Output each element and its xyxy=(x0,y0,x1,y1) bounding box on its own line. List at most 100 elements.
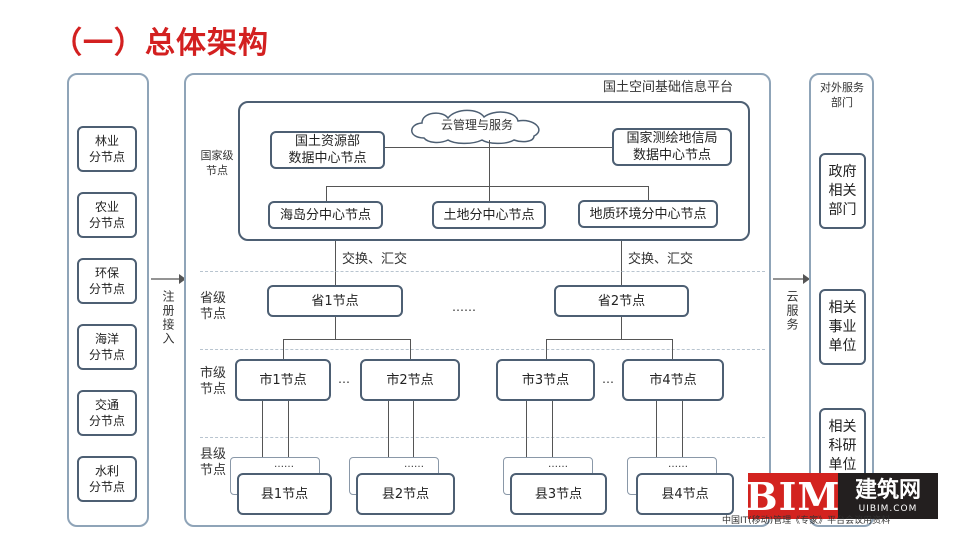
exchange-label-left: 交换、汇交 xyxy=(342,252,408,267)
node-label: 县4节点 xyxy=(661,486,709,502)
footer-note: 中国IT(移动)管理《专家》平台会议用资料 xyxy=(722,516,891,526)
connector xyxy=(546,339,547,359)
bim-logo-cn: 建筑网 xyxy=(854,477,921,503)
left-node-label: 环保 分节点 xyxy=(88,266,125,296)
left-node-transport: 交通 分节点 xyxy=(77,390,137,436)
left-node-label: 交通 分节点 xyxy=(88,398,125,428)
connector xyxy=(326,186,327,202)
left-node-label: 海洋 分节点 xyxy=(88,332,125,362)
connector xyxy=(385,147,612,148)
level-separator xyxy=(200,349,765,350)
left-node-label: 农业 分节点 xyxy=(88,200,125,230)
left-node-environment: 环保 分节点 xyxy=(77,258,137,304)
connector xyxy=(335,241,336,286)
cloud-icon xyxy=(411,109,540,145)
node-land-subcenter: 土地分中心节点 xyxy=(432,201,546,229)
node-label: 市2节点 xyxy=(386,372,434,388)
connector xyxy=(621,317,622,339)
page-title: （一）总体架构 xyxy=(52,26,269,61)
node-label: 国家测绘地信局 数据中心节点 xyxy=(626,131,718,163)
node-city-4: 市4节点 xyxy=(622,359,724,401)
node-county-3: 县3节点 xyxy=(510,473,607,515)
node-province-1: 省1节点 xyxy=(267,285,403,317)
right-node-label: 相关 事业 单位 xyxy=(828,299,857,354)
connector xyxy=(552,401,553,461)
node-island-subcenter: 海岛分中心节点 xyxy=(268,201,383,229)
county-level-label: 县级 节点 xyxy=(199,447,226,478)
connector xyxy=(489,186,490,202)
connector xyxy=(410,339,411,359)
connector xyxy=(648,186,649,202)
connector xyxy=(546,339,672,340)
service-arrow xyxy=(773,274,810,284)
node-label: 市3节点 xyxy=(521,372,570,388)
connector xyxy=(288,401,289,461)
node-city-2: 市2节点 xyxy=(360,359,460,401)
bim-logo-text: 建筑网 UIBIM.COM xyxy=(838,473,938,519)
connector xyxy=(283,339,284,359)
connector xyxy=(335,317,336,339)
node-label: 县3节点 xyxy=(534,486,583,502)
node-province-2: 省2节点 xyxy=(554,285,689,317)
external-service-header: 对外服务部门 xyxy=(820,81,864,109)
left-node-forestry: 林业 分节点 xyxy=(77,126,137,172)
node-county-4: 县4节点 xyxy=(636,473,734,515)
node-label: 县2节点 xyxy=(381,486,430,502)
node-nasg-data-center: 国家测绘地信局 数据中心节点 xyxy=(612,128,732,166)
connector xyxy=(656,401,657,473)
node-city-3: 市3节点 xyxy=(496,359,595,401)
left-node-water: 水利 分节点 xyxy=(77,456,137,502)
node-label: 县1节点 xyxy=(260,486,309,502)
register-label: 注册接入 xyxy=(161,290,175,346)
connector xyxy=(283,339,410,340)
province-level-label: 省级 节点 xyxy=(199,291,226,322)
bim-logo-mark: BIM xyxy=(745,473,841,519)
register-arrow xyxy=(151,274,186,284)
node-label: 海岛分中心节点 xyxy=(279,207,371,223)
county-stack-ellipsis: …… xyxy=(668,459,688,470)
left-node-label: 林业 分节点 xyxy=(88,134,125,164)
node-label: 市1节点 xyxy=(259,372,307,388)
bim-logo-url: UIBIM.COM xyxy=(858,504,918,514)
node-label: 土地分中心节点 xyxy=(443,207,535,223)
right-node-label: 政府 相关 部门 xyxy=(828,163,857,218)
node-label: 省1节点 xyxy=(311,293,359,309)
county-stack-ellipsis: …… xyxy=(274,459,294,470)
left-node-label: 水利 分节点 xyxy=(88,464,125,494)
cloud-label: 云管理与服务 xyxy=(440,118,513,132)
right-node-institutions: 相关 事业 单位 xyxy=(819,289,866,365)
node-mlr-data-center: 国土资源部 数据中心节点 xyxy=(270,131,385,169)
node-city-1: 市1节点 xyxy=(235,359,331,401)
node-county-1: 县1节点 xyxy=(237,473,332,515)
node-label: 地质环境分中心节点 xyxy=(589,206,707,222)
connector xyxy=(262,401,263,473)
platform-title: 国土空间基础信息平台 xyxy=(602,80,733,95)
service-label: 云服务 xyxy=(785,290,799,332)
right-node-label: 相关 科研 单位 xyxy=(828,418,857,473)
city-level-label: 市级 节点 xyxy=(199,366,226,397)
national-level-label: 国家级 节点 xyxy=(200,149,234,177)
city-ellipsis-left: … xyxy=(338,372,350,386)
node-geo-env-subcenter: 地质环境分中心节点 xyxy=(578,200,718,228)
province-ellipsis: …… xyxy=(452,300,476,314)
node-label: 省2节点 xyxy=(597,293,646,309)
county-stack-ellipsis: …… xyxy=(548,459,568,470)
left-node-ocean: 海洋 分节点 xyxy=(77,324,137,370)
node-county-2: 县2节点 xyxy=(356,473,455,515)
right-node-research: 相关 科研 单位 xyxy=(819,408,866,484)
node-label: 国土资源部 数据中心节点 xyxy=(288,134,367,166)
node-label: 市4节点 xyxy=(649,372,697,388)
city-ellipsis-right: … xyxy=(602,372,614,386)
connector xyxy=(621,241,622,286)
left-node-agriculture: 农业 分节点 xyxy=(77,192,137,238)
connector xyxy=(526,401,527,473)
connector xyxy=(388,401,389,473)
county-stack-ellipsis: …… xyxy=(404,459,424,470)
level-separator xyxy=(200,437,765,438)
connector xyxy=(682,401,683,461)
right-node-government: 政府 相关 部门 xyxy=(819,153,866,229)
level-separator xyxy=(200,271,765,272)
connector xyxy=(413,401,414,461)
connector xyxy=(326,186,648,187)
exchange-label-right: 交换、汇交 xyxy=(628,252,694,267)
